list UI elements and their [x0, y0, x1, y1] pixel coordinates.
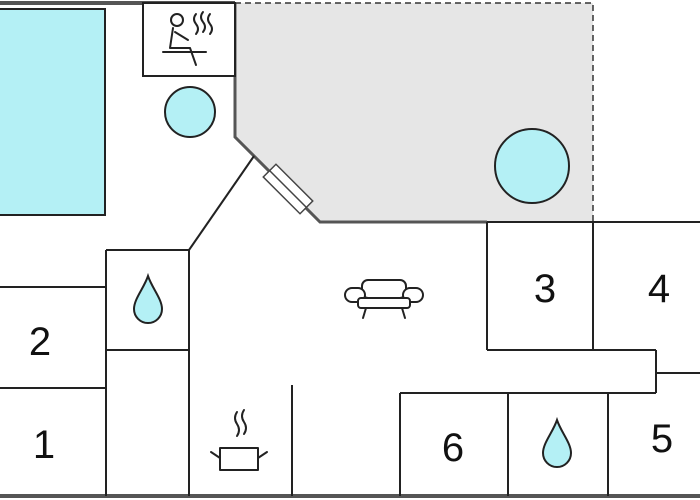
room-number-4: 4: [648, 267, 670, 311]
water-drop-icon: [132, 272, 164, 324]
room-number-5: 5: [651, 417, 673, 461]
interior-walls: [0, 155, 700, 496]
terrace-dashed-border: [235, 2, 594, 222]
sofa-icon: [344, 279, 424, 319]
room-number-1: 1: [33, 423, 55, 467]
swimming-pool: [0, 8, 106, 216]
water-drop-icon: [541, 416, 573, 468]
room-number-2: 2: [29, 320, 51, 364]
sauna-icon: [162, 11, 213, 66]
sliding-door: [262, 163, 314, 215]
sauna-room: [142, 2, 236, 77]
hot-tub-icon: [494, 128, 570, 204]
room-number-3: 3: [534, 267, 556, 311]
room-number-6: 6: [442, 426, 464, 470]
hot-tub-icon: [164, 86, 216, 138]
cooking-pot-icon: [210, 409, 268, 471]
